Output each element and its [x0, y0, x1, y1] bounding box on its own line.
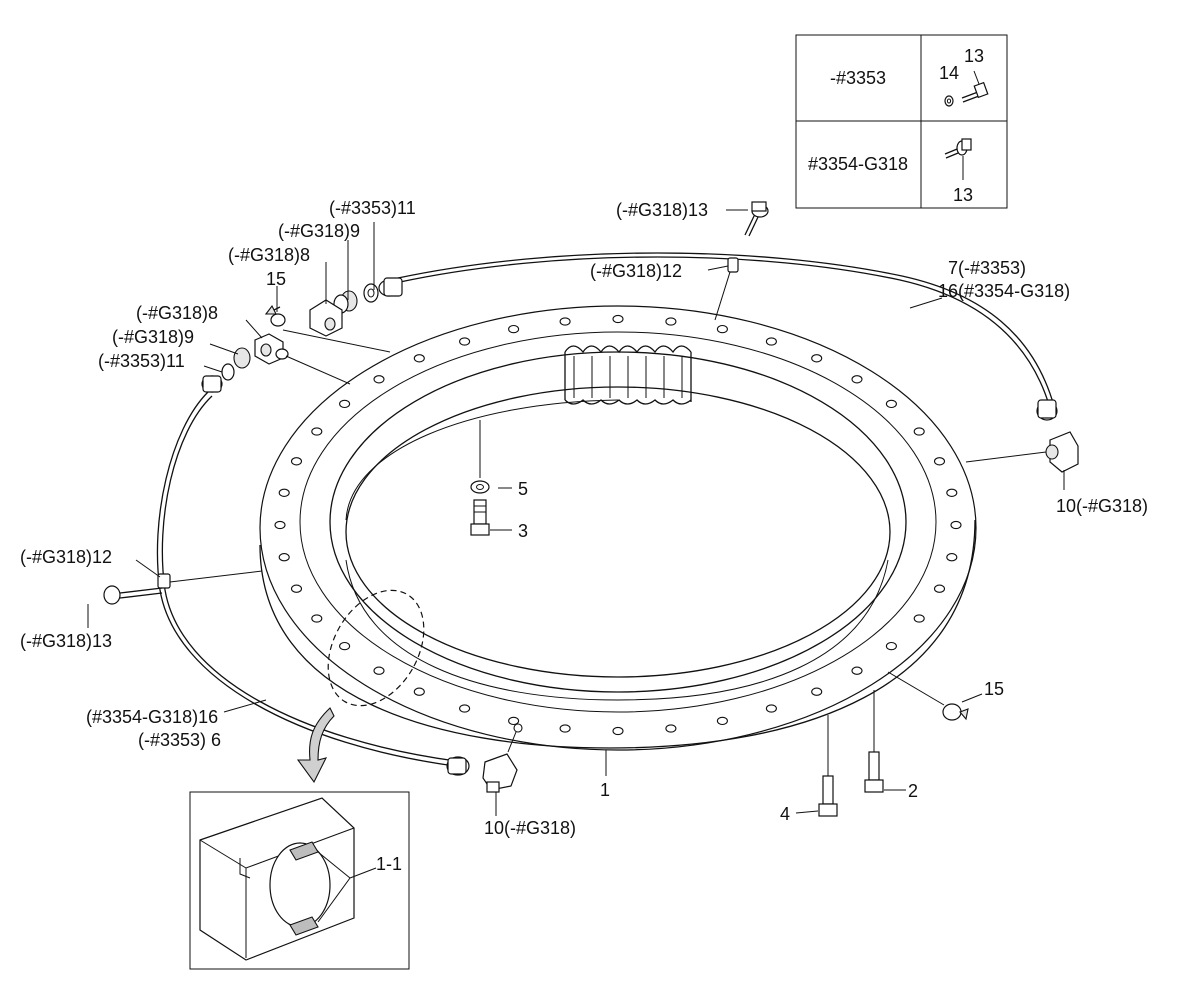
callout-13-top: (-#G318)13 [616, 200, 708, 220]
detail-arrow-icon [296, 707, 335, 784]
bolt-hole [559, 724, 571, 733]
bolt-hole [933, 457, 946, 466]
detail-marker [327, 589, 425, 707]
callout-10-right: 10(-#G318) [1056, 496, 1148, 516]
bolt-hole [612, 314, 624, 324]
gear-teeth [564, 345, 692, 405]
fitting-cluster-top [264, 277, 403, 337]
bolt-hole [950, 520, 962, 530]
callout-1-1: 1-1 [376, 854, 402, 874]
top-clip-bolt [714, 201, 769, 321]
bolt-hole [765, 337, 777, 346]
callout-9-left: (-#G318)9 [112, 327, 194, 347]
table-serial-1: -#3353 [830, 68, 886, 88]
callout-7: 7(-#3353) [948, 258, 1026, 278]
bolt-hole [946, 553, 958, 562]
bolt-hole [311, 614, 323, 623]
bolt-hole [851, 666, 863, 675]
bottom-bolts [818, 671, 969, 817]
callout-15-right: 15 [984, 679, 1004, 699]
table-label-13b: 13 [953, 185, 973, 205]
table-washer-bolt-icon [944, 70, 989, 107]
callout-3: 3 [518, 521, 528, 541]
callout-16-left: (#3354-G318)16 [86, 707, 218, 727]
bolt-hole [278, 553, 290, 562]
fitting-cluster-left [201, 333, 289, 393]
bolt-hole [946, 488, 958, 497]
bolt-hole [278, 488, 290, 497]
bolt-hole [459, 337, 471, 346]
callout-9-top: (-#G318)9 [278, 221, 360, 241]
elbow-bottom [446, 723, 523, 793]
bolt-hole [811, 354, 823, 363]
callout-4: 4 [780, 804, 790, 824]
callout-13-left: (-#G318)13 [20, 631, 112, 651]
callout-15-top: 15 [266, 269, 286, 289]
bolt-hole [885, 641, 897, 651]
bolt-hole [851, 375, 863, 384]
callout-12-left: (-#G318)12 [20, 547, 112, 567]
bolt-hole [339, 399, 351, 409]
bolt-hole [413, 687, 425, 696]
left-clip-bolt [103, 570, 263, 605]
bolt-hole [913, 614, 925, 623]
detail-inset [189, 791, 410, 970]
bolt-hole [665, 317, 677, 326]
bolt-hole [913, 427, 925, 436]
bolt-hole [274, 520, 286, 530]
bolt-hole [373, 666, 385, 675]
elbow-right [965, 399, 1079, 473]
variant-table: -#3353 14 13 #3354-G318 13 [795, 34, 1008, 209]
callout-8-left: (-#G318)8 [136, 303, 218, 323]
table-label-13a: 13 [964, 46, 984, 66]
bolt-hole [508, 716, 520, 726]
callout-10-bottom: 10(-#G318) [484, 818, 576, 838]
slewing-ring [259, 305, 977, 751]
leader-lines [87, 209, 1065, 816]
bolt-hole [665, 724, 677, 733]
table-serial-2: #3354-G318 [808, 154, 908, 174]
bolt-hole [559, 317, 571, 326]
bolt-hole [716, 324, 728, 334]
bolt-hole [612, 726, 624, 736]
bolt-hole [311, 427, 323, 436]
callout-1: 1 [600, 780, 610, 800]
flange-holes [274, 314, 962, 736]
callout-11-top: (-#3353)11 [329, 198, 416, 218]
grease-pipe [156, 252, 1055, 767]
bolt-hole [373, 375, 385, 384]
callout-2: 2 [908, 781, 918, 801]
center-bolt-washer [470, 420, 490, 536]
table-flange-bolt-icon [944, 138, 972, 180]
bolt-hole [716, 716, 728, 726]
bolt-hole [339, 641, 351, 651]
bolt-hole [933, 584, 946, 593]
bolt-hole [459, 704, 471, 713]
bolt-hole [885, 399, 897, 409]
bolt-hole [290, 457, 303, 466]
callout-11-left: (-#3353)11 [98, 351, 185, 371]
bolt-hole [765, 704, 777, 713]
callout-8-top: (-#G318)8 [228, 245, 310, 265]
callout-16-right: 16(#3354-G318) [938, 281, 1070, 301]
table-label-14: 14 [939, 63, 959, 83]
bolt-hole [413, 354, 425, 363]
callout-6: (-#3353) 6 [138, 730, 221, 750]
callout-5: 5 [518, 479, 528, 499]
bolt-hole [508, 324, 520, 334]
bolt-hole [290, 584, 303, 593]
callout-12-top: (-#G318)12 [590, 261, 682, 281]
bolt-hole [811, 687, 823, 696]
